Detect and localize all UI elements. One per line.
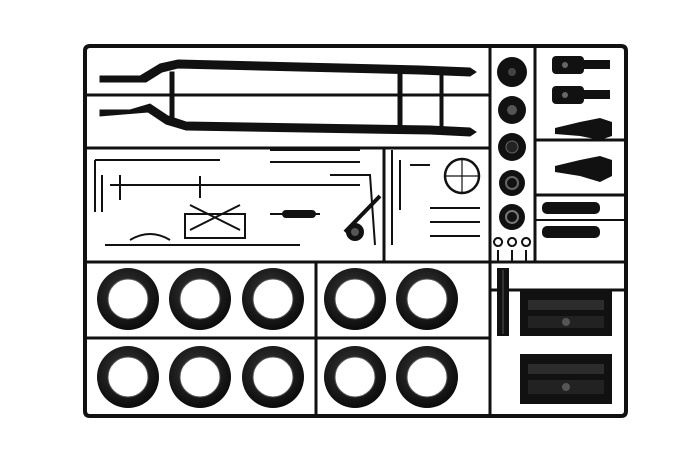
tire-10	[396, 346, 458, 408]
sprue-frame	[83, 44, 628, 418]
hook-parts	[493, 237, 532, 262]
tire-8	[242, 346, 304, 408]
bell-housing-part-2	[555, 156, 612, 182]
brake-lever-part	[430, 207, 480, 237]
tires	[97, 268, 458, 408]
wheel-disc-3	[498, 133, 526, 161]
steering-linkage	[184, 213, 246, 239]
chassis-frame-rails	[99, 59, 477, 137]
exhaust-pipe	[94, 159, 220, 212]
engine-block-halves	[520, 290, 612, 404]
chassis-rail-upper	[99, 59, 477, 83]
tire-5	[396, 268, 458, 330]
engine-half-lower	[520, 354, 612, 404]
tire-3	[242, 268, 304, 330]
coupler-part-2	[552, 86, 610, 104]
chassis-rail-lower	[99, 103, 477, 137]
tire-9	[324, 346, 386, 408]
small-parts	[94, 149, 481, 246]
tire-6	[97, 346, 159, 408]
coupler-part-1	[552, 56, 610, 74]
shock-absorber	[282, 194, 382, 241]
tire-7	[169, 346, 231, 408]
wheel-disc-4	[499, 170, 525, 196]
grille-bar-part	[497, 268, 509, 336]
tire-2	[169, 268, 231, 330]
cylinder-part-1	[542, 202, 600, 214]
bell-housing-part-1	[555, 118, 612, 140]
wheel-discs	[497, 57, 527, 230]
engine-half-upper	[520, 290, 612, 336]
tire-1	[97, 268, 159, 330]
wheel-disc-5	[499, 204, 525, 230]
tire-4	[324, 268, 386, 330]
axle-parts	[535, 56, 626, 238]
wheel-disc-2	[498, 96, 526, 124]
cylinder-part-2	[542, 226, 600, 238]
crossmember-part	[110, 175, 360, 200]
wheel-disc-1	[497, 57, 527, 87]
front-axle-part	[105, 233, 300, 246]
